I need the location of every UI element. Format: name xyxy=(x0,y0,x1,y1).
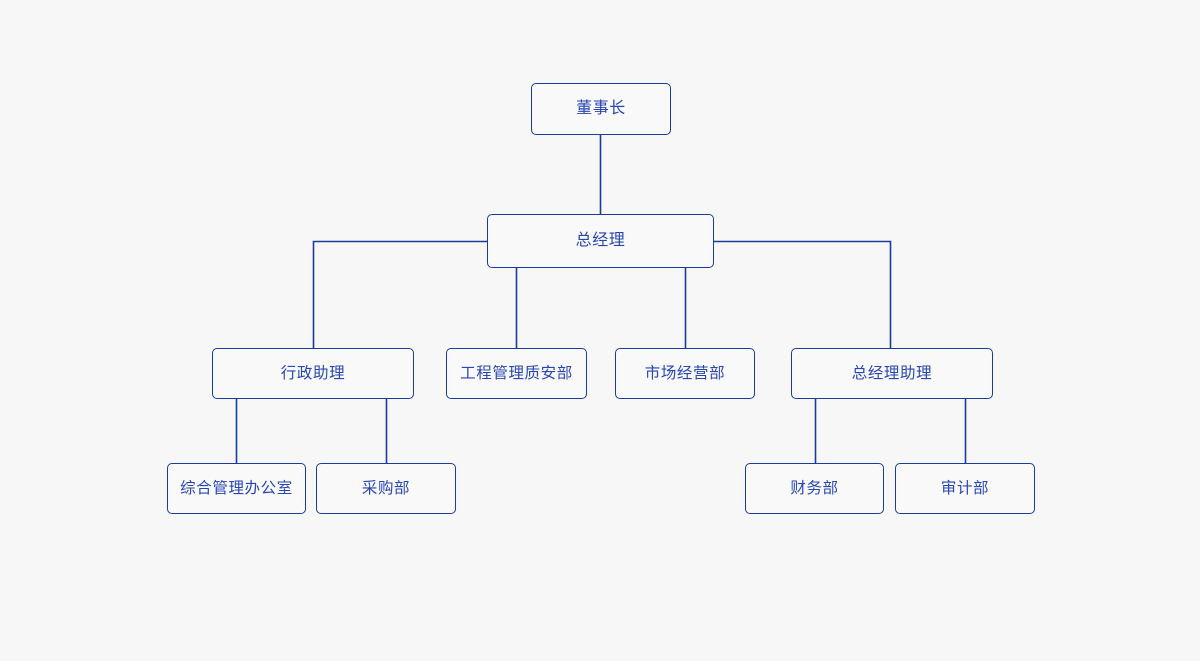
node-label-market-operations-dept: 市场经营部 xyxy=(644,364,726,382)
node-administrative-assistant[interactable]: 行政助理 xyxy=(212,348,414,399)
node-label-administrative-assistant: 行政助理 xyxy=(280,364,346,382)
node-general-manager[interactable]: 总经理 xyxy=(487,214,714,268)
edge-general-manager-to-general-manager-assistant xyxy=(714,240,892,348)
node-label-finance-dept: 财务部 xyxy=(790,479,839,497)
node-general-manager-assistant[interactable]: 总经理助理 xyxy=(791,348,993,399)
node-label-general-manager-assistant: 总经理助理 xyxy=(851,364,933,382)
node-procurement-dept[interactable]: 采购部 xyxy=(316,463,456,514)
node-label-general-management-office: 综合管理办公室 xyxy=(180,479,293,497)
node-label-chairman: 董事长 xyxy=(576,100,626,117)
node-finance-dept[interactable]: 财务部 xyxy=(745,463,884,514)
node-general-management-office[interactable]: 综合管理办公室 xyxy=(167,463,306,514)
node-label-audit-dept: 审计部 xyxy=(940,479,990,497)
node-market-operations-dept[interactable]: 市场经营部 xyxy=(615,348,755,399)
node-audit-dept[interactable]: 审计部 xyxy=(895,463,1035,514)
node-label-general-manager: 总经理 xyxy=(575,232,626,249)
node-chairman[interactable]: 董事长 xyxy=(531,83,671,135)
node-label-engineering-quality-safety-dept: 工程管理质安部 xyxy=(460,364,573,382)
node-engineering-quality-safety-dept[interactable]: 工程管理质安部 xyxy=(446,348,587,399)
edge-general-manager-to-administrative-assistant xyxy=(312,240,487,348)
node-label-procurement-dept: 采购部 xyxy=(361,479,411,497)
